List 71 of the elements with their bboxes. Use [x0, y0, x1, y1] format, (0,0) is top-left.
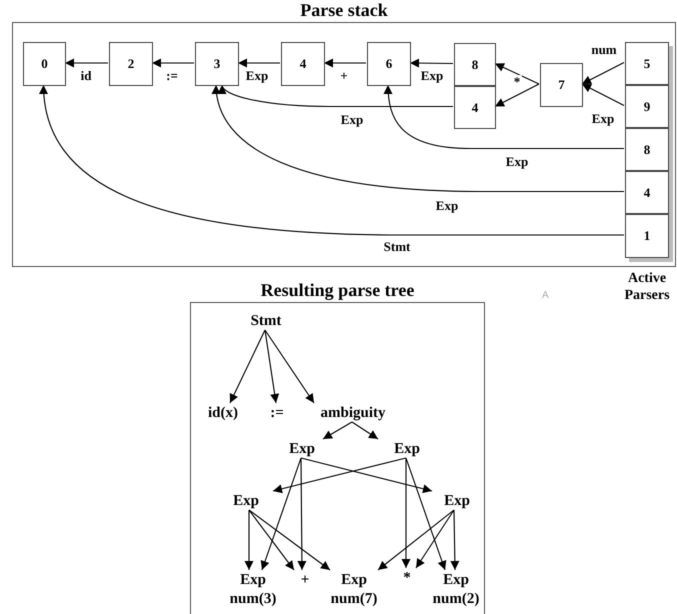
- arrow: [272, 457, 406, 494]
- tree-label: Exp: [229, 492, 263, 511]
- arrow: [378, 510, 454, 570]
- arrow: [450, 510, 460, 570]
- stack-state-box: 0: [23, 42, 66, 86]
- arrow: [264, 330, 280, 404]
- arrow: [248, 510, 294, 570]
- arrow: [220, 84, 453, 108]
- arrow: [416, 510, 454, 568]
- tree-label: Exp: [440, 492, 474, 511]
- arrow: [402, 458, 410, 568]
- stack-state-box: 6: [367, 42, 411, 86]
- parser-cell: 9: [625, 85, 669, 128]
- edge-label: Exp: [420, 69, 444, 83]
- tree-label: Exp: [285, 440, 319, 459]
- parser-cell: 5: [625, 42, 669, 85]
- arrow: [410, 58, 453, 68]
- arrow: [297, 458, 306, 570]
- panel-title: Resulting parse tree: [260, 280, 416, 301]
- tree-label: num(3): [230, 590, 276, 609]
- arrow: [244, 510, 254, 570]
- tree-label: Exp: [341, 571, 367, 590]
- tree-label: *: [400, 569, 414, 588]
- edge-label: Exp: [434, 199, 460, 213]
- parser-cell: 8: [625, 128, 669, 171]
- tree-label: Exp: [240, 571, 266, 590]
- arrow: [152, 58, 194, 68]
- tree-label: :=: [266, 404, 288, 423]
- arrow: [384, 84, 624, 150]
- arrow: [248, 510, 330, 570]
- arrow: [494, 63, 540, 84]
- stack-state-box: 7: [540, 63, 583, 107]
- edge-label: Stmt: [382, 240, 412, 254]
- panel-title: Parse stack: [299, 0, 389, 21]
- tree-label: +: [297, 571, 313, 590]
- arrow: [264, 330, 314, 404]
- tree-label: ambiguity: [313, 404, 393, 423]
- arrow: [65, 58, 108, 68]
- tree-label: Exp: [443, 571, 469, 590]
- tree-label: Exp: [390, 440, 424, 459]
- arrow: [582, 84, 624, 106]
- stack-state-box: 4: [281, 42, 325, 86]
- tree-label: num(7): [330, 590, 378, 609]
- tree-label: num(2): [432, 590, 480, 609]
- arrow: [322, 422, 352, 440]
- arrow: [582, 62, 624, 84]
- arrow: [230, 330, 266, 404]
- arrow: [494, 84, 540, 107]
- stack-state-box: 3: [195, 42, 239, 86]
- edge-label: Exp: [590, 112, 616, 126]
- parser-cell: 1: [625, 214, 669, 258]
- arrow: [324, 58, 366, 68]
- arrow: [352, 422, 378, 440]
- arrow: [300, 457, 432, 494]
- tree-label: id(x): [202, 404, 244, 423]
- arrow: [405, 458, 446, 570]
- arrow: [260, 458, 302, 570]
- note-text: A: [542, 290, 549, 301]
- stack-state-box: 2: [109, 42, 153, 86]
- edge-label: Exp: [504, 155, 530, 169]
- edge-label: Exp: [340, 113, 364, 127]
- column-title: Active Parsers: [623, 270, 671, 304]
- stack-state-box: 8: [454, 43, 496, 86]
- arrow: [40, 84, 624, 236]
- parser-cell: 4: [625, 171, 669, 214]
- tree-label: Stmt: [244, 312, 288, 331]
- arrow: [238, 58, 280, 68]
- arrow: [212, 84, 624, 192]
- stack-state-box: 4: [454, 86, 496, 129]
- edge-label: Exp: [244, 69, 270, 83]
- edge-label: id: [80, 69, 92, 83]
